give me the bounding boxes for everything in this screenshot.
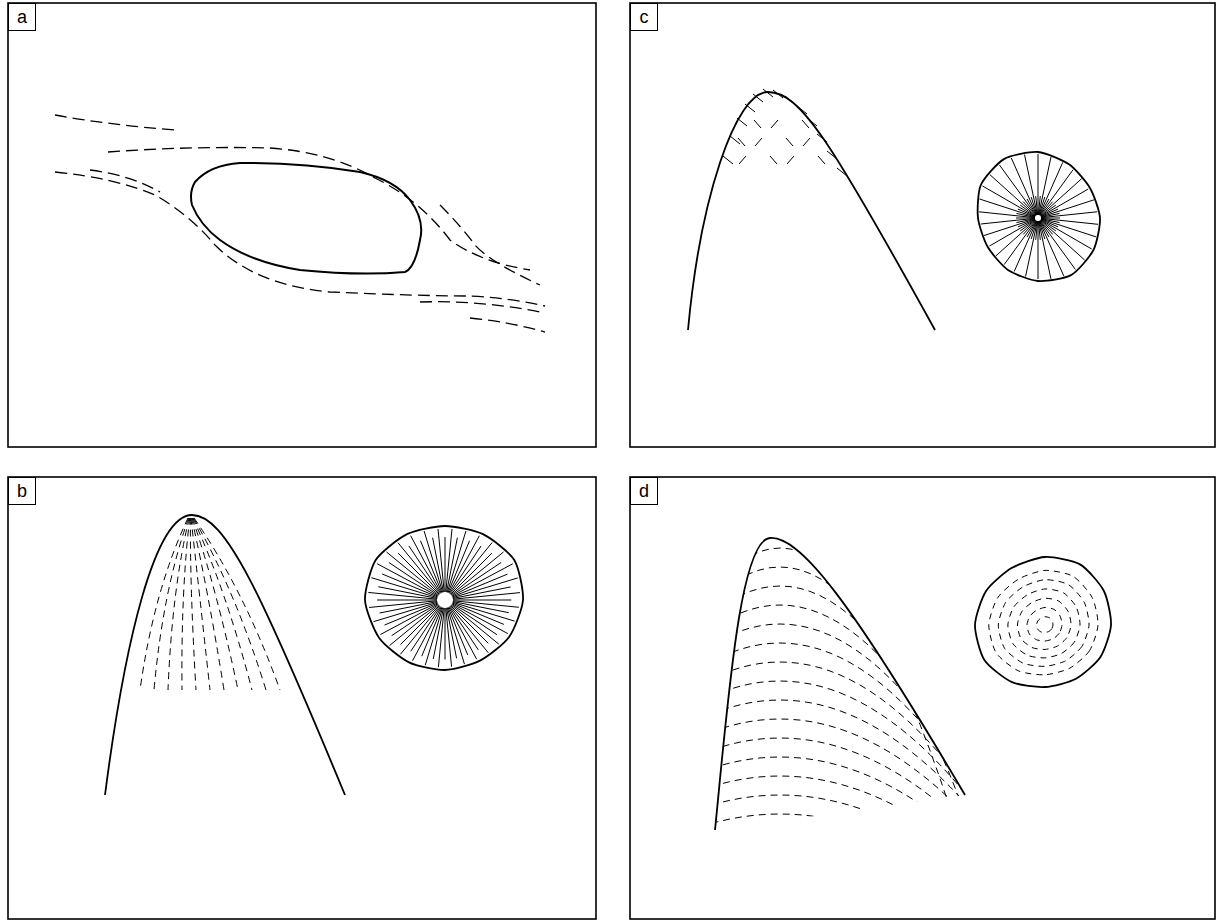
panel-d-figure xyxy=(700,538,1111,908)
panel-frame xyxy=(8,477,596,919)
panel-a-figure xyxy=(55,115,545,332)
panel-b-figure xyxy=(105,515,523,795)
panel-letter: d xyxy=(639,482,649,500)
panel-letter-box: b xyxy=(8,477,36,505)
panel-frame xyxy=(630,3,1215,447)
panel-letter-box: c xyxy=(630,3,658,31)
panel-letter-box: d xyxy=(630,477,658,505)
panel-frame xyxy=(630,477,1215,919)
panel-c-figure xyxy=(688,89,1100,330)
panel-letter: b xyxy=(17,482,27,500)
panel-frame xyxy=(8,3,596,447)
panel-letter: a xyxy=(17,8,27,26)
panel-letter-box: a xyxy=(8,3,36,31)
panel-letter: c xyxy=(640,8,649,26)
